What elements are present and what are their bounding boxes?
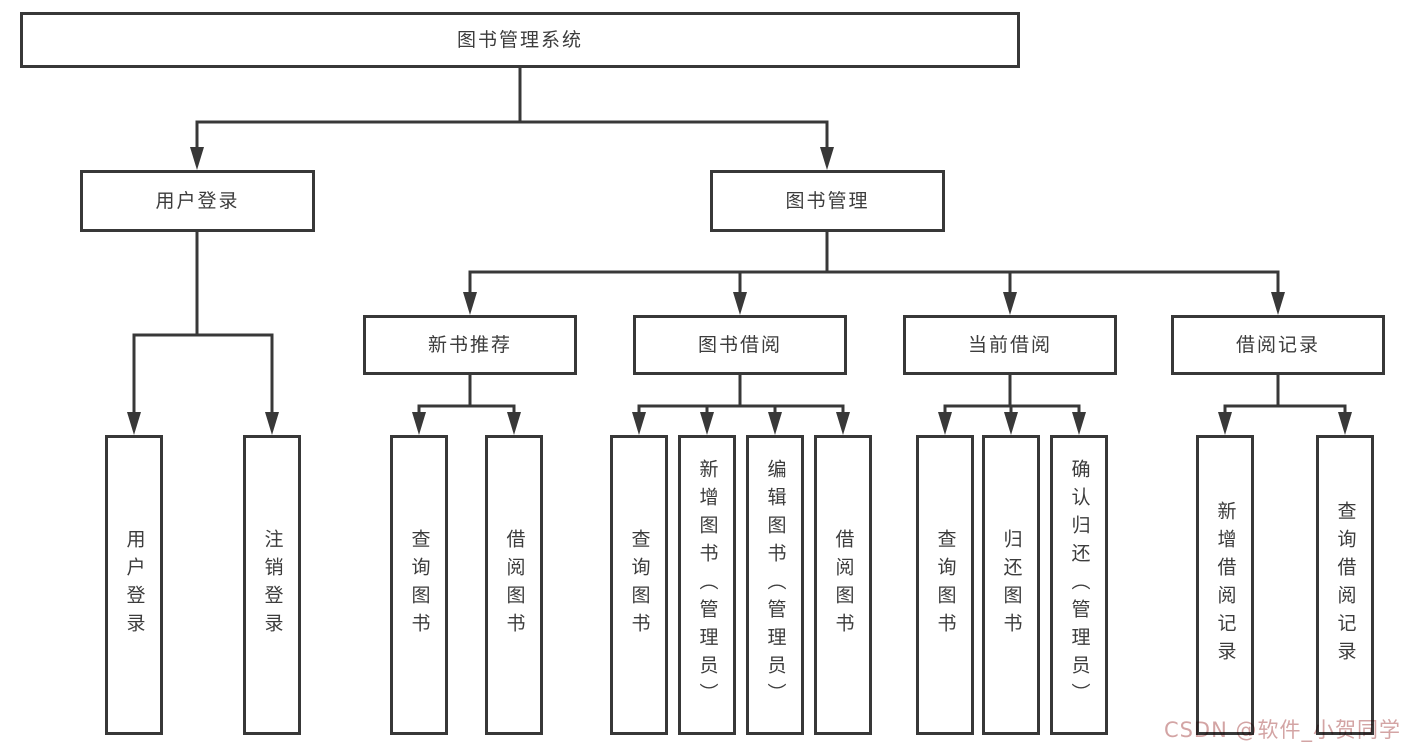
arrowhead-icon: [127, 412, 141, 435]
node-label-book-management: 图书管理: [785, 189, 870, 212]
node-label-leaf-return-books: 归还图书: [1000, 529, 1023, 641]
arrowhead-icon: [820, 147, 834, 170]
arrowhead-icon: [938, 412, 952, 435]
node-label-leaf-logout: 注销登录: [261, 529, 284, 641]
node-leaf-user-login: 用户登录: [105, 435, 163, 735]
node-label-leaf-query-books-2: 查询图书: [628, 529, 651, 641]
node-label-current-borrowing: 当前借阅: [967, 333, 1052, 356]
node-leaf-query-books-1: 查询图书: [390, 435, 448, 735]
arrowhead-icon: [1004, 412, 1018, 435]
node-label-leaf-borrow-books-1: 借阅图书: [503, 529, 526, 641]
node-label-leaf-confirm-return: 确认归还（管理员）: [1068, 459, 1091, 711]
arrowhead-icon: [1271, 292, 1285, 315]
node-label-leaf-add-books: 新增图书（管理员）: [696, 459, 719, 711]
arrowhead-icon: [768, 412, 782, 435]
node-leaf-query-books-3: 查询图书: [916, 435, 974, 735]
node-leaf-return-books: 归还图书: [982, 435, 1040, 735]
node-leaf-edit-books: 编辑图书（管理员）: [746, 435, 804, 735]
node-label-book-borrowing: 图书借阅: [697, 333, 782, 356]
node-label-leaf-query-books-3: 查询图书: [934, 529, 957, 641]
node-leaf-confirm-return: 确认归还（管理员）: [1050, 435, 1108, 735]
node-label-leaf-query-borrow-record: 查询借阅记录: [1334, 501, 1357, 669]
arrowhead-icon: [265, 412, 279, 435]
node-borrowing-records: 借阅记录: [1171, 315, 1385, 375]
arrowhead-icon: [1218, 412, 1232, 435]
node-label-leaf-user-login: 用户登录: [123, 529, 146, 641]
node-new-book-recommend: 新书推荐: [363, 315, 577, 375]
arrowhead-icon: [412, 412, 426, 435]
node-label-leaf-edit-books: 编辑图书（管理员）: [764, 459, 787, 711]
node-label-new-book-recommend: 新书推荐: [427, 333, 512, 356]
node-root: 图书管理系统: [20, 12, 1020, 68]
arrowhead-icon: [190, 147, 204, 170]
node-leaf-add-borrow-record: 新增借阅记录: [1196, 435, 1254, 735]
arrowhead-icon: [733, 292, 747, 315]
arrowhead-icon: [463, 292, 477, 315]
node-user-login-group: 用户登录: [80, 170, 315, 232]
node-label-leaf-borrow-books-2: 借阅图书: [832, 529, 855, 641]
node-leaf-borrow-books-1: 借阅图书: [485, 435, 543, 735]
node-label-leaf-query-books-1: 查询图书: [408, 529, 431, 641]
arrowhead-icon: [1072, 412, 1086, 435]
node-label-leaf-add-borrow-record: 新增借阅记录: [1214, 501, 1237, 669]
node-label-borrowing-records: 借阅记录: [1235, 333, 1320, 356]
arrowhead-icon: [836, 412, 850, 435]
node-book-borrowing: 图书借阅: [633, 315, 847, 375]
arrowhead-icon: [507, 412, 521, 435]
node-label-user-login-group: 用户登录: [155, 189, 240, 212]
node-leaf-query-books-2: 查询图书: [610, 435, 668, 735]
node-leaf-logout: 注销登录: [243, 435, 301, 735]
node-leaf-query-borrow-record: 查询借阅记录: [1316, 435, 1374, 735]
arrowhead-icon: [700, 412, 714, 435]
node-current-borrowing: 当前借阅: [903, 315, 1117, 375]
node-leaf-borrow-books-2: 借阅图书: [814, 435, 872, 735]
node-book-management: 图书管理: [710, 170, 945, 232]
arrowhead-icon: [632, 412, 646, 435]
arrowhead-icon: [1003, 292, 1017, 315]
arrowhead-icon: [1338, 412, 1352, 435]
node-leaf-add-books: 新增图书（管理员）: [678, 435, 736, 735]
node-label-root: 图书管理系统: [456, 28, 583, 51]
